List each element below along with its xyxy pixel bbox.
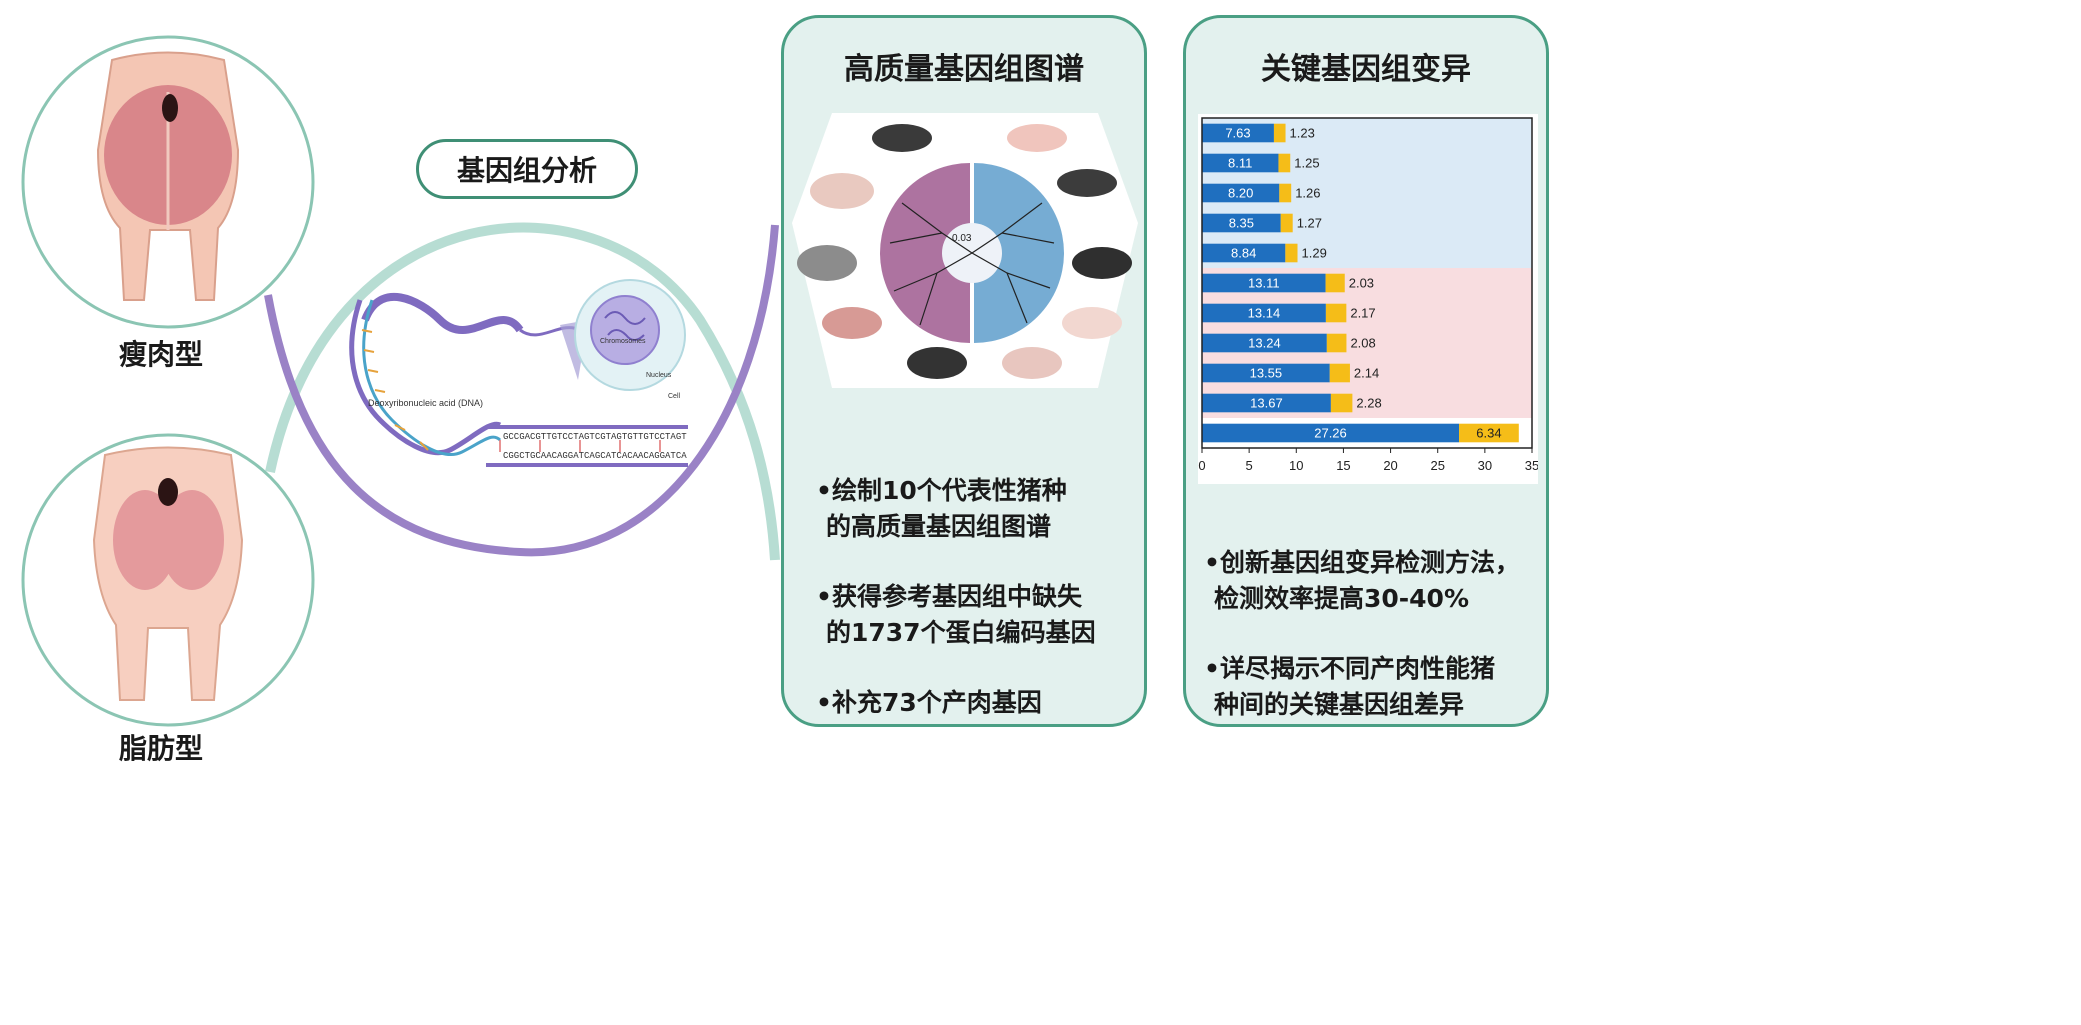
bar-label-secondary: 1.26 <box>1295 186 1320 201</box>
bar-segment-primary <box>1202 303 1326 323</box>
dna-title: Deoxyribonucleic acid (DNA) <box>368 398 483 408</box>
x-tick-label: 25 <box>1430 458 1444 473</box>
x-tick-label: 0 <box>1198 458 1205 473</box>
plot-frame <box>1201 117 1533 449</box>
bullet-line: •获得参考基因组中缺失 <box>816 582 1082 611</box>
chromosomes-label: Chromosomes <box>600 338 646 345</box>
bar-label-primary: 8.11 <box>1228 156 1252 171</box>
bullet-item: •绘制10个代表性猪种 的高质量基因组图谱 <box>816 473 1096 545</box>
bullet-item: •详尽揭示不同产肉性能猪 种间的关键基因组差异 <box>1204 651 1520 723</box>
bullet-item: •补充73个产肉基因 <box>816 685 1096 721</box>
genome-analysis-label: 基因组分析 <box>416 139 638 199</box>
bar-segment-secondary <box>1285 243 1298 263</box>
x-tick-label: 15 <box>1336 458 1350 473</box>
bar-segment-secondary <box>1459 423 1519 443</box>
bar-segment-secondary <box>1273 123 1286 143</box>
genome-variation-title: 关键基因组变异 <box>1261 52 1471 87</box>
bar-label-primary: 13.11 <box>1248 276 1280 291</box>
fat-type-label: 脂肪型 <box>119 732 204 765</box>
bar-label-secondary: 1.23 <box>1290 126 1315 141</box>
dna-sequence-bottom: CGGCTGCAACAGGATCAGCATCACAACAGGATCA <box>503 451 687 461</box>
phylogenetic-tree-illustration: 0.03 <box>792 113 1138 388</box>
bar-label-secondary: 1.27 <box>1297 216 1322 231</box>
bullet-line: •绘制10个代表性猪种 <box>816 476 1067 505</box>
bar-label-primary: 8.84 <box>1231 246 1256 261</box>
bullet-item: •获得参考基因组中缺失 的1737个蛋白编码基因 <box>816 579 1096 651</box>
genome-map-bullets: •绘制10个代表性猪种 的高质量基因组图谱 •获得参考基因组中缺失 的1737个… <box>816 473 1096 755</box>
bullet-line: •创新基因组变异检测方法， <box>1204 548 1520 577</box>
x-tick-label: 30 <box>1478 458 1492 473</box>
bar-segment-primary <box>1202 363 1330 383</box>
bar-segment-secondary <box>1329 363 1350 383</box>
x-tick-label: 10 <box>1289 458 1303 473</box>
tree-scale-label: 0.03 <box>952 233 972 244</box>
purple-arc <box>264 224 779 557</box>
bar-segment-secondary <box>1330 393 1353 413</box>
bullet-line: 的高质量基因组图谱 <box>826 512 1052 541</box>
dna-illustration: Deoxyribonucleic acid (DNA) Chromosomes … <box>349 279 688 467</box>
bar-label-primary: 13.24 <box>1248 336 1281 351</box>
teal-arc <box>265 222 780 561</box>
nucleus-label: Nucleus <box>646 372 672 379</box>
dna-sequence-top: GCCGACGTTGTCCTAGTCGTAGTGTTGTCCTAGT <box>503 432 687 442</box>
bar-label-primary: 7.63 <box>1225 126 1250 141</box>
x-tick-label: 20 <box>1383 458 1397 473</box>
bar-segment-secondary <box>1279 183 1292 203</box>
tree-clade-blue <box>974 163 1064 343</box>
bar-segment-primary <box>1202 243 1286 263</box>
bar-label-secondary: 1.29 <box>1302 246 1327 261</box>
bar-segment-primary <box>1202 123 1274 143</box>
bar-segment-primary <box>1202 273 1326 293</box>
bar-label-primary: 13.55 <box>1250 366 1283 381</box>
bar-segment-primary <box>1202 393 1331 413</box>
bar-label-secondary: 2.03 <box>1349 276 1374 291</box>
bar-label-secondary: 2.17 <box>1350 306 1375 321</box>
bar-segment-primary <box>1202 153 1279 173</box>
bar-label-primary: 8.35 <box>1229 216 1254 231</box>
bar-segment-primary <box>1202 183 1280 203</box>
genome-variation-bullets: •创新基因组变异检测方法， 检测效率提高30-40% •详尽揭示不同产肉性能猪 … <box>1204 545 1520 757</box>
bullet-line: •详尽揭示不同产肉性能猪 <box>1204 654 1495 683</box>
bar-label-secondary: 2.08 <box>1350 336 1375 351</box>
bullet-line: 的1737个蛋白编码基因 <box>826 618 1096 647</box>
bar-segment-secondary <box>1280 213 1293 233</box>
bar-segment-primary <box>1202 213 1281 233</box>
bar-segment-primary <box>1202 333 1327 353</box>
bullet-item: •创新基因组变异检测方法， 检测效率提高30-40% <box>1204 545 1520 617</box>
bar-segment-primary <box>1202 423 1460 443</box>
bullet-line: 种间的关键基因组差异 <box>1214 690 1465 719</box>
bar-label-primary: 8.20 <box>1228 186 1253 201</box>
genome-map-panel: 高质量基因组图谱 0.03 •绘制10个代表性猪种 的高质量 <box>781 15 1147 727</box>
background-decorations: Deoxyribonucleic acid (DNA) Chromosomes … <box>21 35 780 727</box>
bar-label-primary: 13.67 <box>1250 396 1283 411</box>
genome-variation-panel: 关键基因组变异 7.63 1.23 8.11 1.25 8.20 1.26 8.35 1.27… <box>1183 15 1549 727</box>
lean-pig-illustration <box>21 35 315 329</box>
bar-segment-secondary <box>1278 153 1291 173</box>
x-tick-label: 5 <box>1246 458 1253 473</box>
tree-clade-purple <box>880 163 970 343</box>
variation-chart-svg: 7.63 1.23 8.11 1.25 8.20 1.26 8.35 1.27 8.84 1.29… <box>1198 117 1539 473</box>
variation-bar-chart: 7.63 1.23 8.11 1.25 8.20 1.26 8.35 1.27 8.84 1.29… <box>1198 114 1539 484</box>
bar-label-primary: 27.26 <box>1314 426 1347 441</box>
bullet-line: 检测效率提高30-40% <box>1214 584 1470 613</box>
bar-label-secondary: 2.14 <box>1354 366 1379 381</box>
bar-segment-secondary <box>1325 273 1345 293</box>
bar-label-secondary: 6.34 <box>1476 426 1501 441</box>
bar-label-secondary: 2.28 <box>1356 396 1381 411</box>
bar-segment-secondary <box>1326 333 1347 353</box>
bar-label-primary: 13.14 <box>1248 306 1281 321</box>
pig-silhouettes <box>797 124 1132 379</box>
bar-label-secondary: 1.25 <box>1294 156 1319 171</box>
fat-pig-illustration <box>21 433 315 727</box>
bar-segment-secondary <box>1325 303 1347 323</box>
lean-type-label: 瘦肉型 <box>119 338 204 371</box>
bullet-line: •补充73个产肉基因 <box>816 688 1042 717</box>
genome-map-title: 高质量基因组图谱 <box>844 52 1084 87</box>
cell-label: Cell <box>668 393 681 400</box>
x-tick-label: 35 <box>1525 458 1538 473</box>
